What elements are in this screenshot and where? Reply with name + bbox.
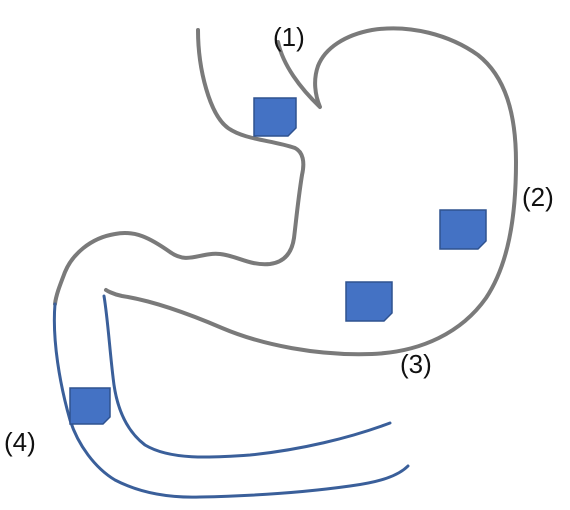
stomach-lesser-curvature-outline [55,30,303,304]
site-label-4: (4) [4,427,36,457]
site-label-1: (1) [273,22,305,52]
marker-square-cardia [254,98,296,136]
marker-square-greater-curvature [440,210,486,249]
marker-square-antrum [346,282,392,321]
stomach-greater-curvature-outline [106,28,516,354]
site-label-3: (3) [400,349,432,379]
site-label-2: (2) [522,182,554,212]
marker-square-duodenum [70,388,110,424]
